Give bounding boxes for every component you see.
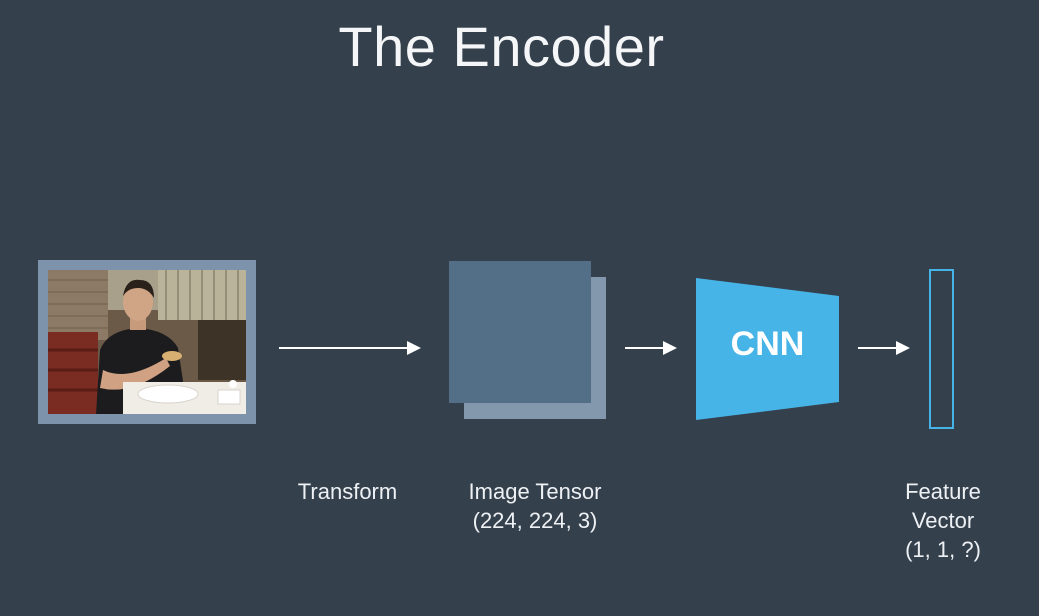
feature-vector-title-line1: Feature (905, 479, 981, 504)
feature-vector-label: Feature Vector (1, 1, ?) (878, 477, 1008, 564)
input-image (38, 260, 256, 424)
cnn-label: CNN (730, 325, 805, 363)
image-tensor-shape: (224, 224, 3) (472, 508, 598, 533)
image-tensor-label: Image Tensor (224, 224, 3) (430, 477, 640, 535)
feature-vector-shape: (1, 1, ?) (905, 537, 981, 562)
tensor-to-cnn-arrow (625, 341, 677, 355)
transform-arrow (279, 341, 421, 355)
image-tensor-front-layer (449, 261, 591, 403)
slide-title: The Encoder (338, 15, 665, 78)
cnn-to-feature-arrow (858, 341, 910, 355)
feature-vector-box (929, 269, 954, 429)
image-tensor-title: Image Tensor (468, 479, 602, 504)
cnn-block (696, 278, 839, 420)
transform-label: Transform (297, 479, 398, 504)
input-photo (48, 270, 246, 414)
feature-vector-title-line2: Vector (911, 508, 975, 533)
